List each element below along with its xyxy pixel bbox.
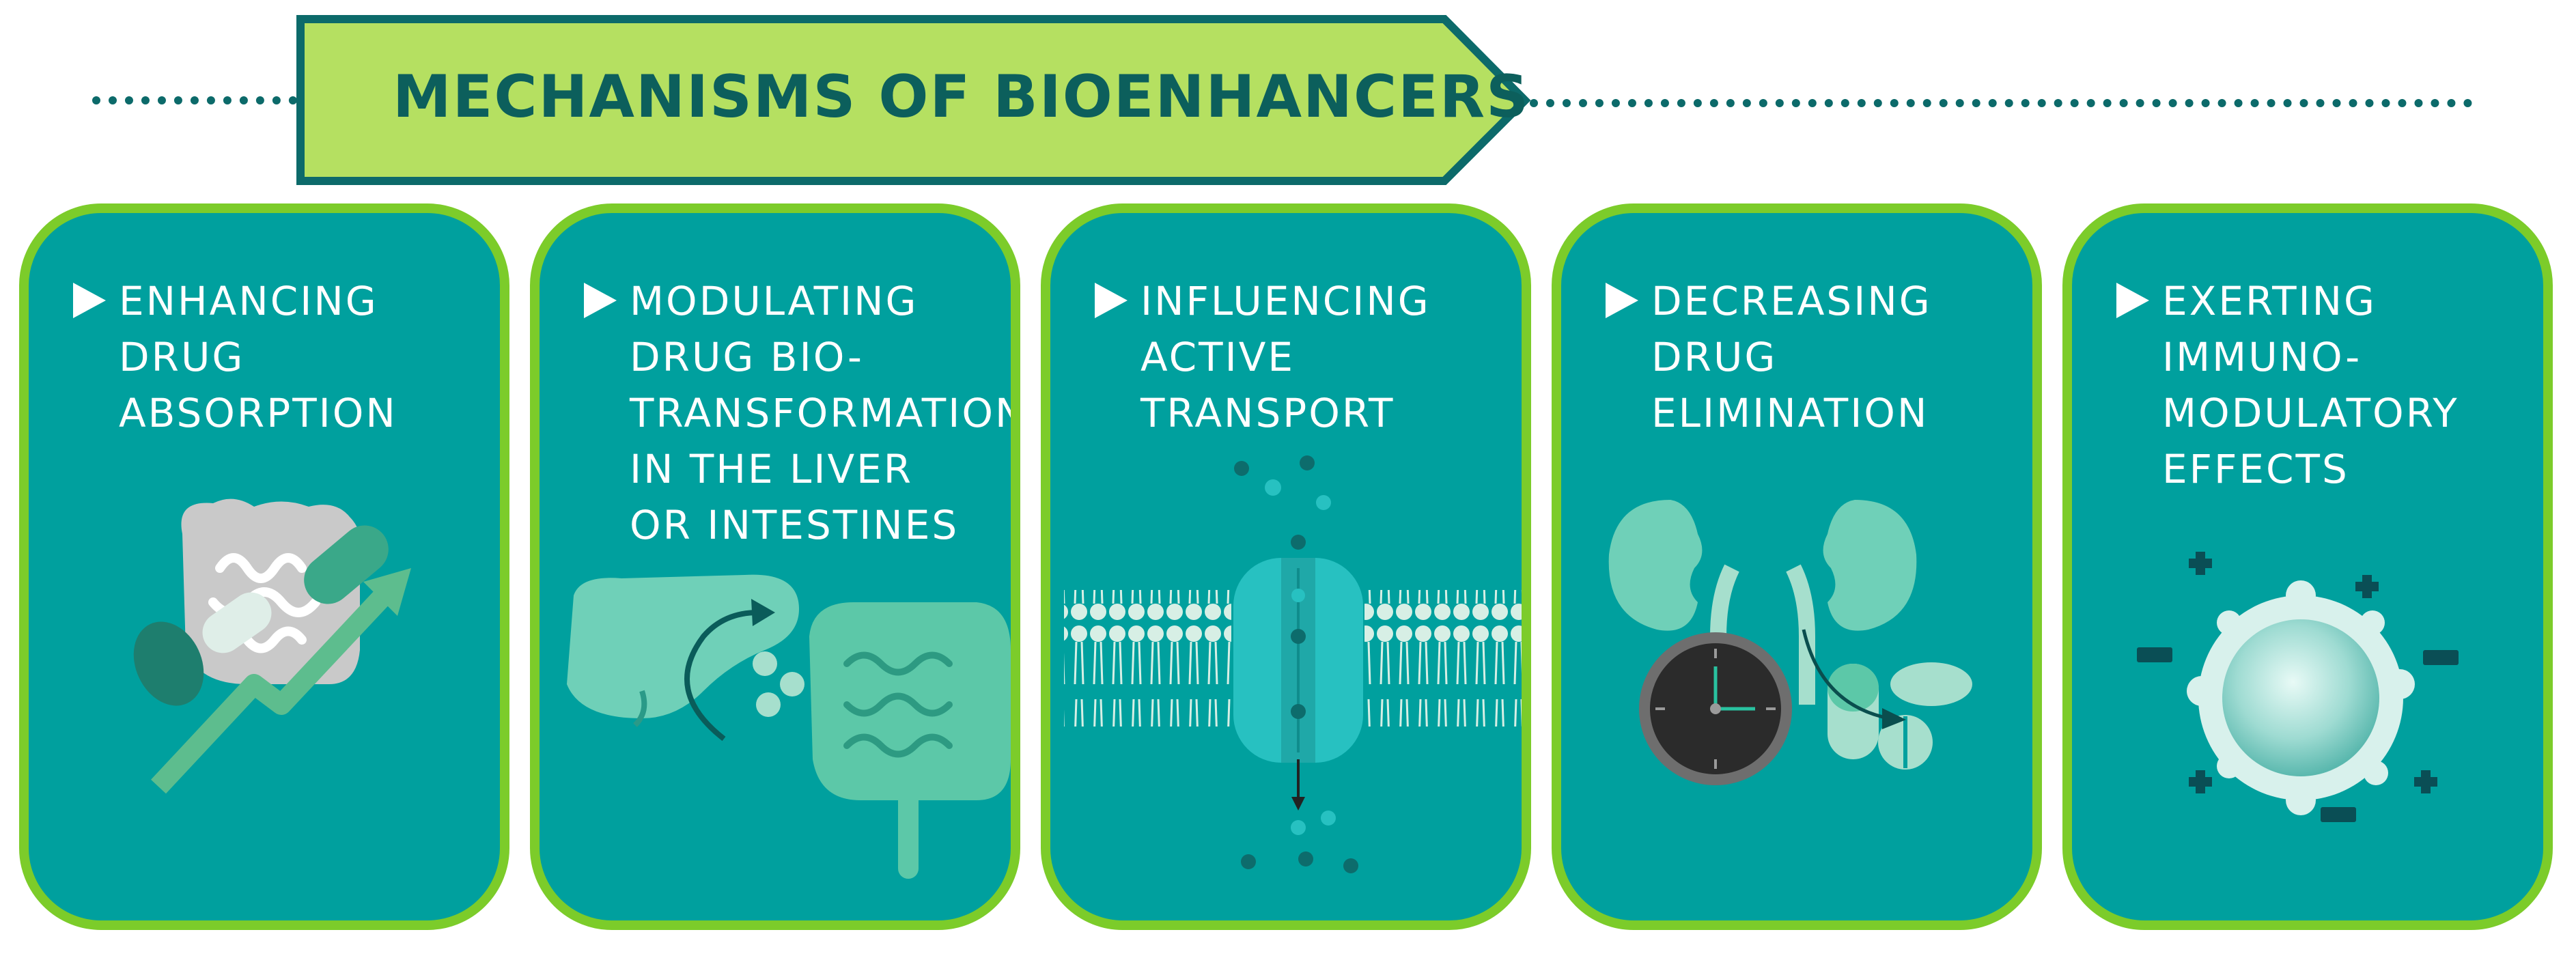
- bullet-triangle-icon: [73, 283, 106, 318]
- card-title: EXERTING IMMUNO- MODULATORY EFFECTS: [2116, 273, 2530, 497]
- card-title-text: ENHANCING DRUG ABSORPTION: [119, 278, 397, 436]
- mechanism-card-absorption: ENHANCING DRUG ABSORPTION: [19, 203, 509, 930]
- card-title: MODULATING DRUG BIO- TRANSFORMATION IN T…: [584, 273, 1020, 553]
- card-title-text: DECREASING DRUG ELIMINATION: [1651, 278, 1932, 436]
- page-title: MECHANISMS OF BIOENHANCERS: [393, 63, 1530, 131]
- bullet-triangle-icon: [1095, 283, 1128, 318]
- dotted-line-left: [92, 96, 297, 104]
- liver-and-intestine-icon: [567, 574, 1011, 879]
- banner-arrow-shape: [296, 15, 1531, 185]
- mechanism-card-immunomodulation: EXERTING IMMUNO- MODULATORY EFFECTS: [2062, 203, 2553, 930]
- mechanism-card-active-transport: INFLUENCING ACTIVE TRANSPORT: [1041, 203, 1531, 930]
- bullet-triangle-icon: [584, 283, 617, 318]
- card-title: DECREASING DRUG ELIMINATION: [1606, 273, 2019, 441]
- bullet-triangle-icon: [2116, 283, 2149, 318]
- mechanism-card-biotransformation: MODULATING DRUG BIO- TRANSFORMATION IN T…: [530, 203, 1020, 930]
- immune-cell-plus-minus-icon: [2137, 552, 2459, 822]
- membrane-transporter-icon: [1064, 455, 1522, 873]
- card-title-text: EXERTING IMMUNO- MODULATORY EFFECTS: [2162, 278, 2459, 492]
- kidneys-clock-pills-icon: [1608, 500, 1972, 785]
- intestine-with-pills-and-rising-arrow-icon: [133, 498, 411, 794]
- title-banner: [296, 15, 1531, 185]
- mechanism-card-elimination: DECREASING DRUG ELIMINATION: [1552, 203, 2042, 930]
- card-title-text: MODULATING DRUG BIO- TRANSFORMATION IN T…: [630, 278, 1020, 548]
- bullet-triangle-icon: [1606, 283, 1638, 318]
- card-title: ENHANCING DRUG ABSORPTION: [73, 273, 486, 441]
- card-title: INFLUENCING ACTIVE TRANSPORT: [1095, 273, 1508, 441]
- dotted-line-right: [1530, 99, 2472, 107]
- card-title-text: INFLUENCING ACTIVE TRANSPORT: [1140, 278, 1431, 436]
